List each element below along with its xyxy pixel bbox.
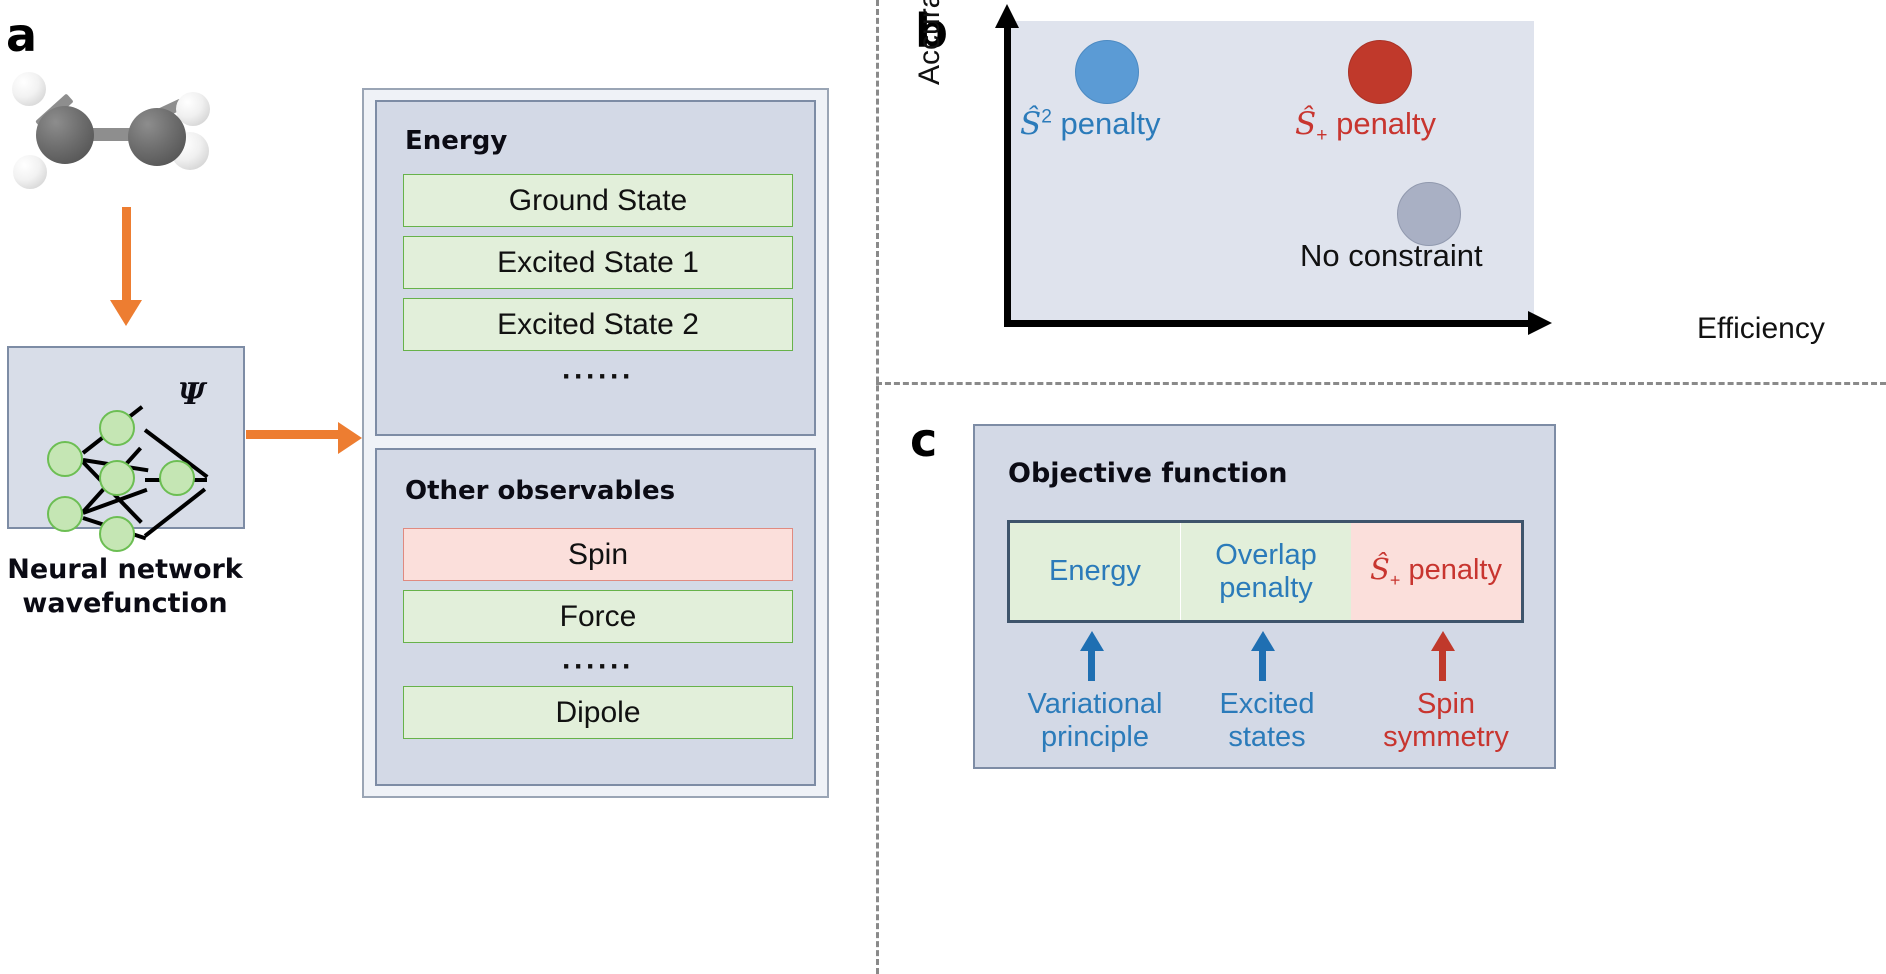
nn-hidden-node-3 xyxy=(99,516,135,552)
down-arrow-shaft xyxy=(122,207,131,304)
bubble-s2-penalty[interactable] xyxy=(1075,40,1139,104)
energy-group-ellipsis: ······ xyxy=(562,360,634,393)
panel-b-letter: b xyxy=(915,4,948,58)
other-observables-ellipsis: ······ xyxy=(562,650,634,683)
bubble-label-splus-penalty: Ŝ+ penalty xyxy=(1295,106,1437,147)
nn-caption-line-1: Neural network xyxy=(7,554,243,585)
bubble-label-no-constraint: No constraint xyxy=(1300,238,1483,273)
observable-item-force[interactable]: Force xyxy=(403,590,793,643)
x-axis-label: Efficiency xyxy=(1697,312,1825,345)
panel-divider-horizontal xyxy=(876,382,1886,385)
energy-item-label: Excited State 2 xyxy=(497,307,699,341)
nn-output-node xyxy=(159,460,195,496)
arrow-excited-states xyxy=(1251,631,1275,681)
carbon-atom-2 xyxy=(128,108,186,166)
x-axis-arrowhead xyxy=(1528,311,1552,335)
observable-item-label: Dipole xyxy=(555,695,641,729)
ethylene-molecule xyxy=(8,70,258,210)
y-axis-label: Accuracy xyxy=(913,0,946,85)
panel-divider-vertical xyxy=(876,0,879,974)
neural-network-box xyxy=(7,346,245,552)
nn-hidden-node-1 xyxy=(99,410,135,446)
objective-function-title: Objective function xyxy=(1008,458,1288,489)
carbon-atom-1 xyxy=(36,106,94,164)
objective-term-label: Energy xyxy=(1049,555,1141,588)
panel-a-letter: a xyxy=(6,8,38,62)
other-observables-group: Other observables Spin Force ······ Dipo… xyxy=(375,448,816,786)
hydrogen-atom-2 xyxy=(13,155,47,189)
observable-item-label: Force xyxy=(559,599,637,633)
psi-symbol: Ψ xyxy=(178,377,206,412)
down-arrow-head xyxy=(110,300,142,326)
energy-item-label: Ground State xyxy=(508,183,688,217)
y-axis-line xyxy=(1004,24,1011,327)
term-divider-1 xyxy=(1180,523,1181,620)
energy-item-excited-state-2[interactable]: Excited State 2 xyxy=(403,298,793,351)
nn-input-node-2 xyxy=(47,496,83,532)
footer-spin-symmetry: Spin symmetry xyxy=(1383,688,1509,754)
footer-excited-states: Excited states xyxy=(1219,688,1315,754)
bubble-splus-penalty[interactable] xyxy=(1348,40,1412,104)
energy-group-title: Energy xyxy=(405,126,508,156)
right-arrow-shaft xyxy=(246,430,344,439)
objective-terms-strip: Energy Overlap penalty Ŝ+ penalty xyxy=(1007,520,1524,623)
energy-group: Energy Ground State Excited State 1 Exci… xyxy=(375,100,816,436)
footer-variational-principle: Variational principle xyxy=(1027,688,1163,754)
observable-item-spin[interactable]: Spin xyxy=(403,528,793,581)
other-observables-title: Other observables xyxy=(405,476,676,506)
energy-item-ground-state[interactable]: Ground State xyxy=(403,174,793,227)
energy-item-label: Excited State 1 xyxy=(497,245,699,279)
nn-input-node-1 xyxy=(47,441,83,477)
nn-hidden-node-2 xyxy=(99,460,135,496)
arrow-spin-symmetry xyxy=(1431,631,1455,681)
objective-term-label: Overlap penalty xyxy=(1215,539,1317,604)
objective-term-overlap-penalty[interactable]: Overlap penalty xyxy=(1181,523,1351,620)
bubble-no-constraint[interactable] xyxy=(1397,182,1461,246)
bubble-label-s2-penalty: Ŝ2 penalty xyxy=(1020,106,1161,142)
arrow-variational-principle xyxy=(1080,631,1104,681)
objective-term-splus-penalty[interactable]: Ŝ+ penalty xyxy=(1351,523,1521,620)
energy-item-excited-state-1[interactable]: Excited State 1 xyxy=(403,236,793,289)
hydrogen-atom-1 xyxy=(12,72,46,106)
x-axis-line xyxy=(1004,320,1532,327)
objective-term-label: Ŝ+ penalty xyxy=(1370,552,1502,590)
observables-container: Energy Ground State Excited State 1 Exci… xyxy=(362,88,829,798)
objective-term-energy[interactable]: Energy xyxy=(1010,523,1180,620)
neural-network-caption: Neural network wavefunction xyxy=(0,553,250,621)
y-axis-arrowhead xyxy=(995,4,1019,28)
panel-c-letter: c xyxy=(910,413,938,467)
observable-item-label: Spin xyxy=(567,537,629,571)
right-arrow-head xyxy=(338,422,362,454)
hydrogen-atom-3 xyxy=(176,92,210,126)
objective-function-box: Objective function Energy Overlap penalt… xyxy=(973,424,1556,769)
nn-caption-line-2: wavefunction xyxy=(22,587,228,619)
observable-item-dipole[interactable]: Dipole xyxy=(403,686,793,739)
